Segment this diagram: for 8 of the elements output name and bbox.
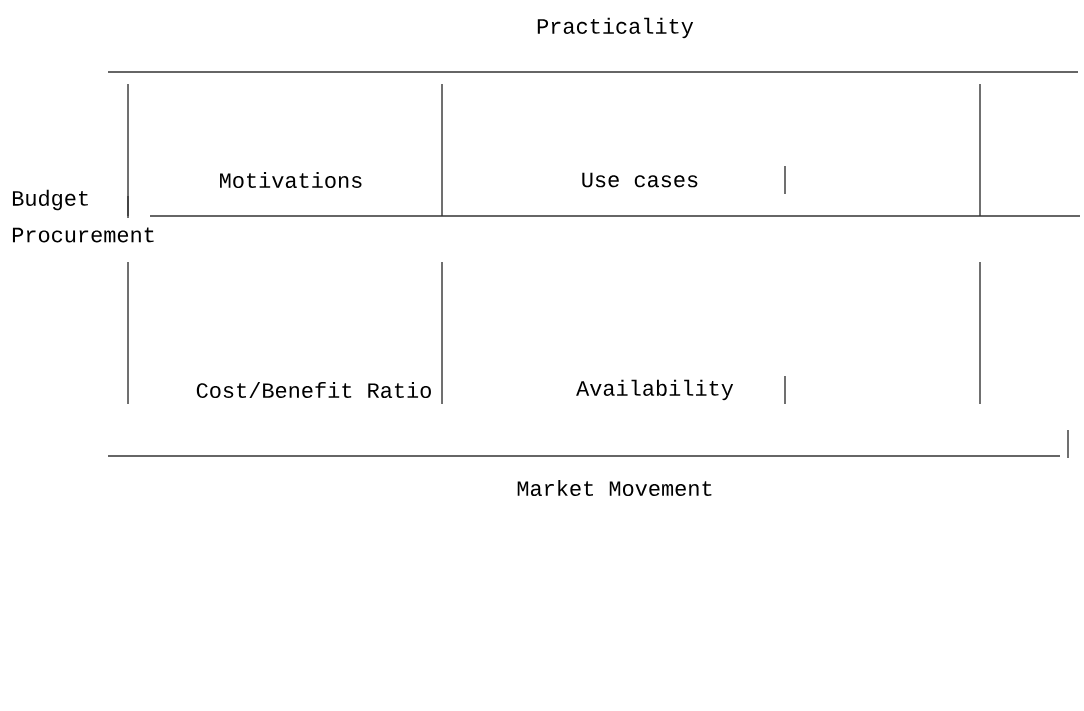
quadrant-label: Availability xyxy=(576,379,734,401)
quadrant-label: Motivations xyxy=(220,171,362,189)
axis-label: Budget xyxy=(12,189,88,211)
axis-label: Procurement xyxy=(12,227,154,243)
quadrant-label: Cost/Benefit Ratio xyxy=(196,381,431,399)
axis-label: Practicality xyxy=(537,17,694,39)
quadrant-label: Use cases xyxy=(582,172,698,188)
axis-label: Market Movement xyxy=(517,479,712,497)
